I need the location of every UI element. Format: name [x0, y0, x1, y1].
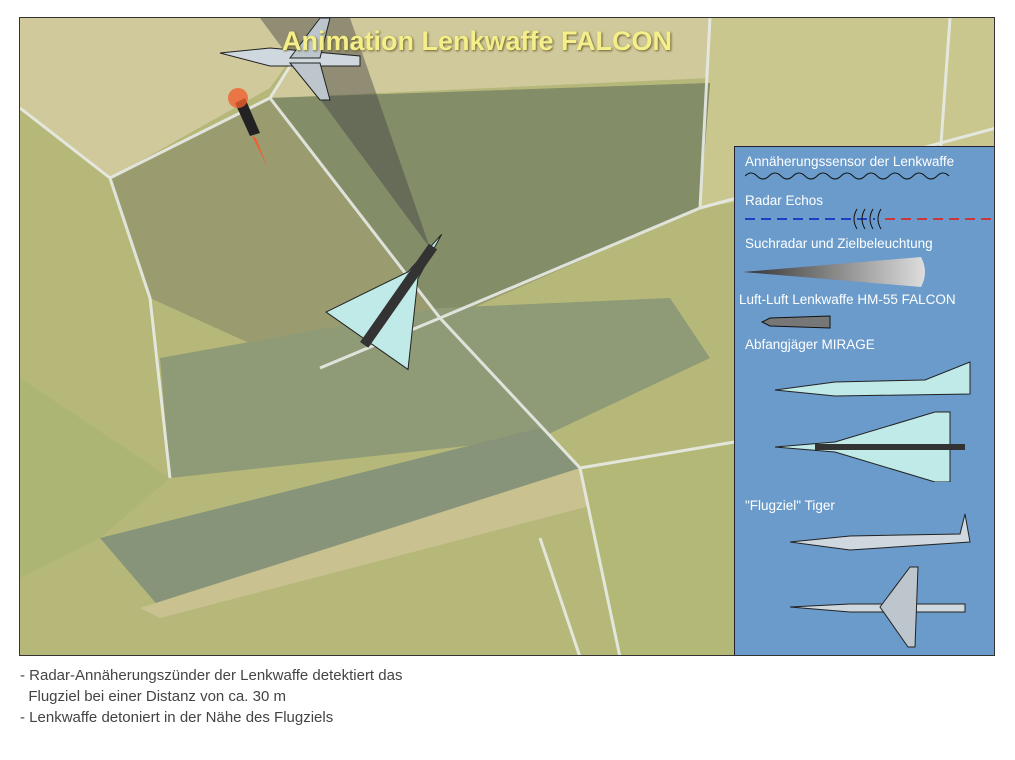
missile-explosion-icon: [228, 88, 268, 168]
legend-label-echos: Radar Echos: [745, 193, 824, 208]
missile-icon: [760, 315, 831, 329]
tiger-jet-icon: [790, 513, 971, 648]
legend-label-sensor: Annäherungssensor der Lenkwaffe: [745, 154, 955, 169]
mirage-jet-icon: [775, 361, 971, 482]
legend-label-missile: Luft-Luft Lenkwaffe HM-55 FALCON: [739, 292, 956, 307]
animation-stage: Animation Lenkwaffe FALCON Annäherungsse…: [19, 17, 995, 656]
mirage-jet-icon: [325, 233, 443, 371]
radar-beam-icon: [743, 257, 925, 287]
legend-label-radar: Suchradar und Zielbeleuchtung: [745, 236, 933, 251]
note-line: Flugziel bei einer Distanz von ca. 30 m: [20, 688, 286, 705]
legend-label-mirage: Abfangjäger MIRAGE: [745, 337, 875, 352]
note-line: - Lenkwaffe detoniert in der Nähe des Fl…: [20, 709, 334, 726]
note-line: - Radar-Annäherungszünder der Lenkwaffe …: [20, 667, 403, 684]
page-title: Animation Lenkwaffe FALCON: [282, 26, 673, 56]
legend-label-tiger: "Flugziel" Tiger: [745, 498, 835, 513]
radar-echo-icon: [745, 208, 994, 230]
tiger-jet-icon: [219, 18, 361, 101]
wavy-line-icon: [745, 172, 950, 180]
description-notes: - Radar-Annäherungszünder der Lenkwaffe …: [20, 665, 402, 728]
legend-panel: Annäherungssensor der Lenkwaffe Radar Ec…: [734, 146, 994, 655]
